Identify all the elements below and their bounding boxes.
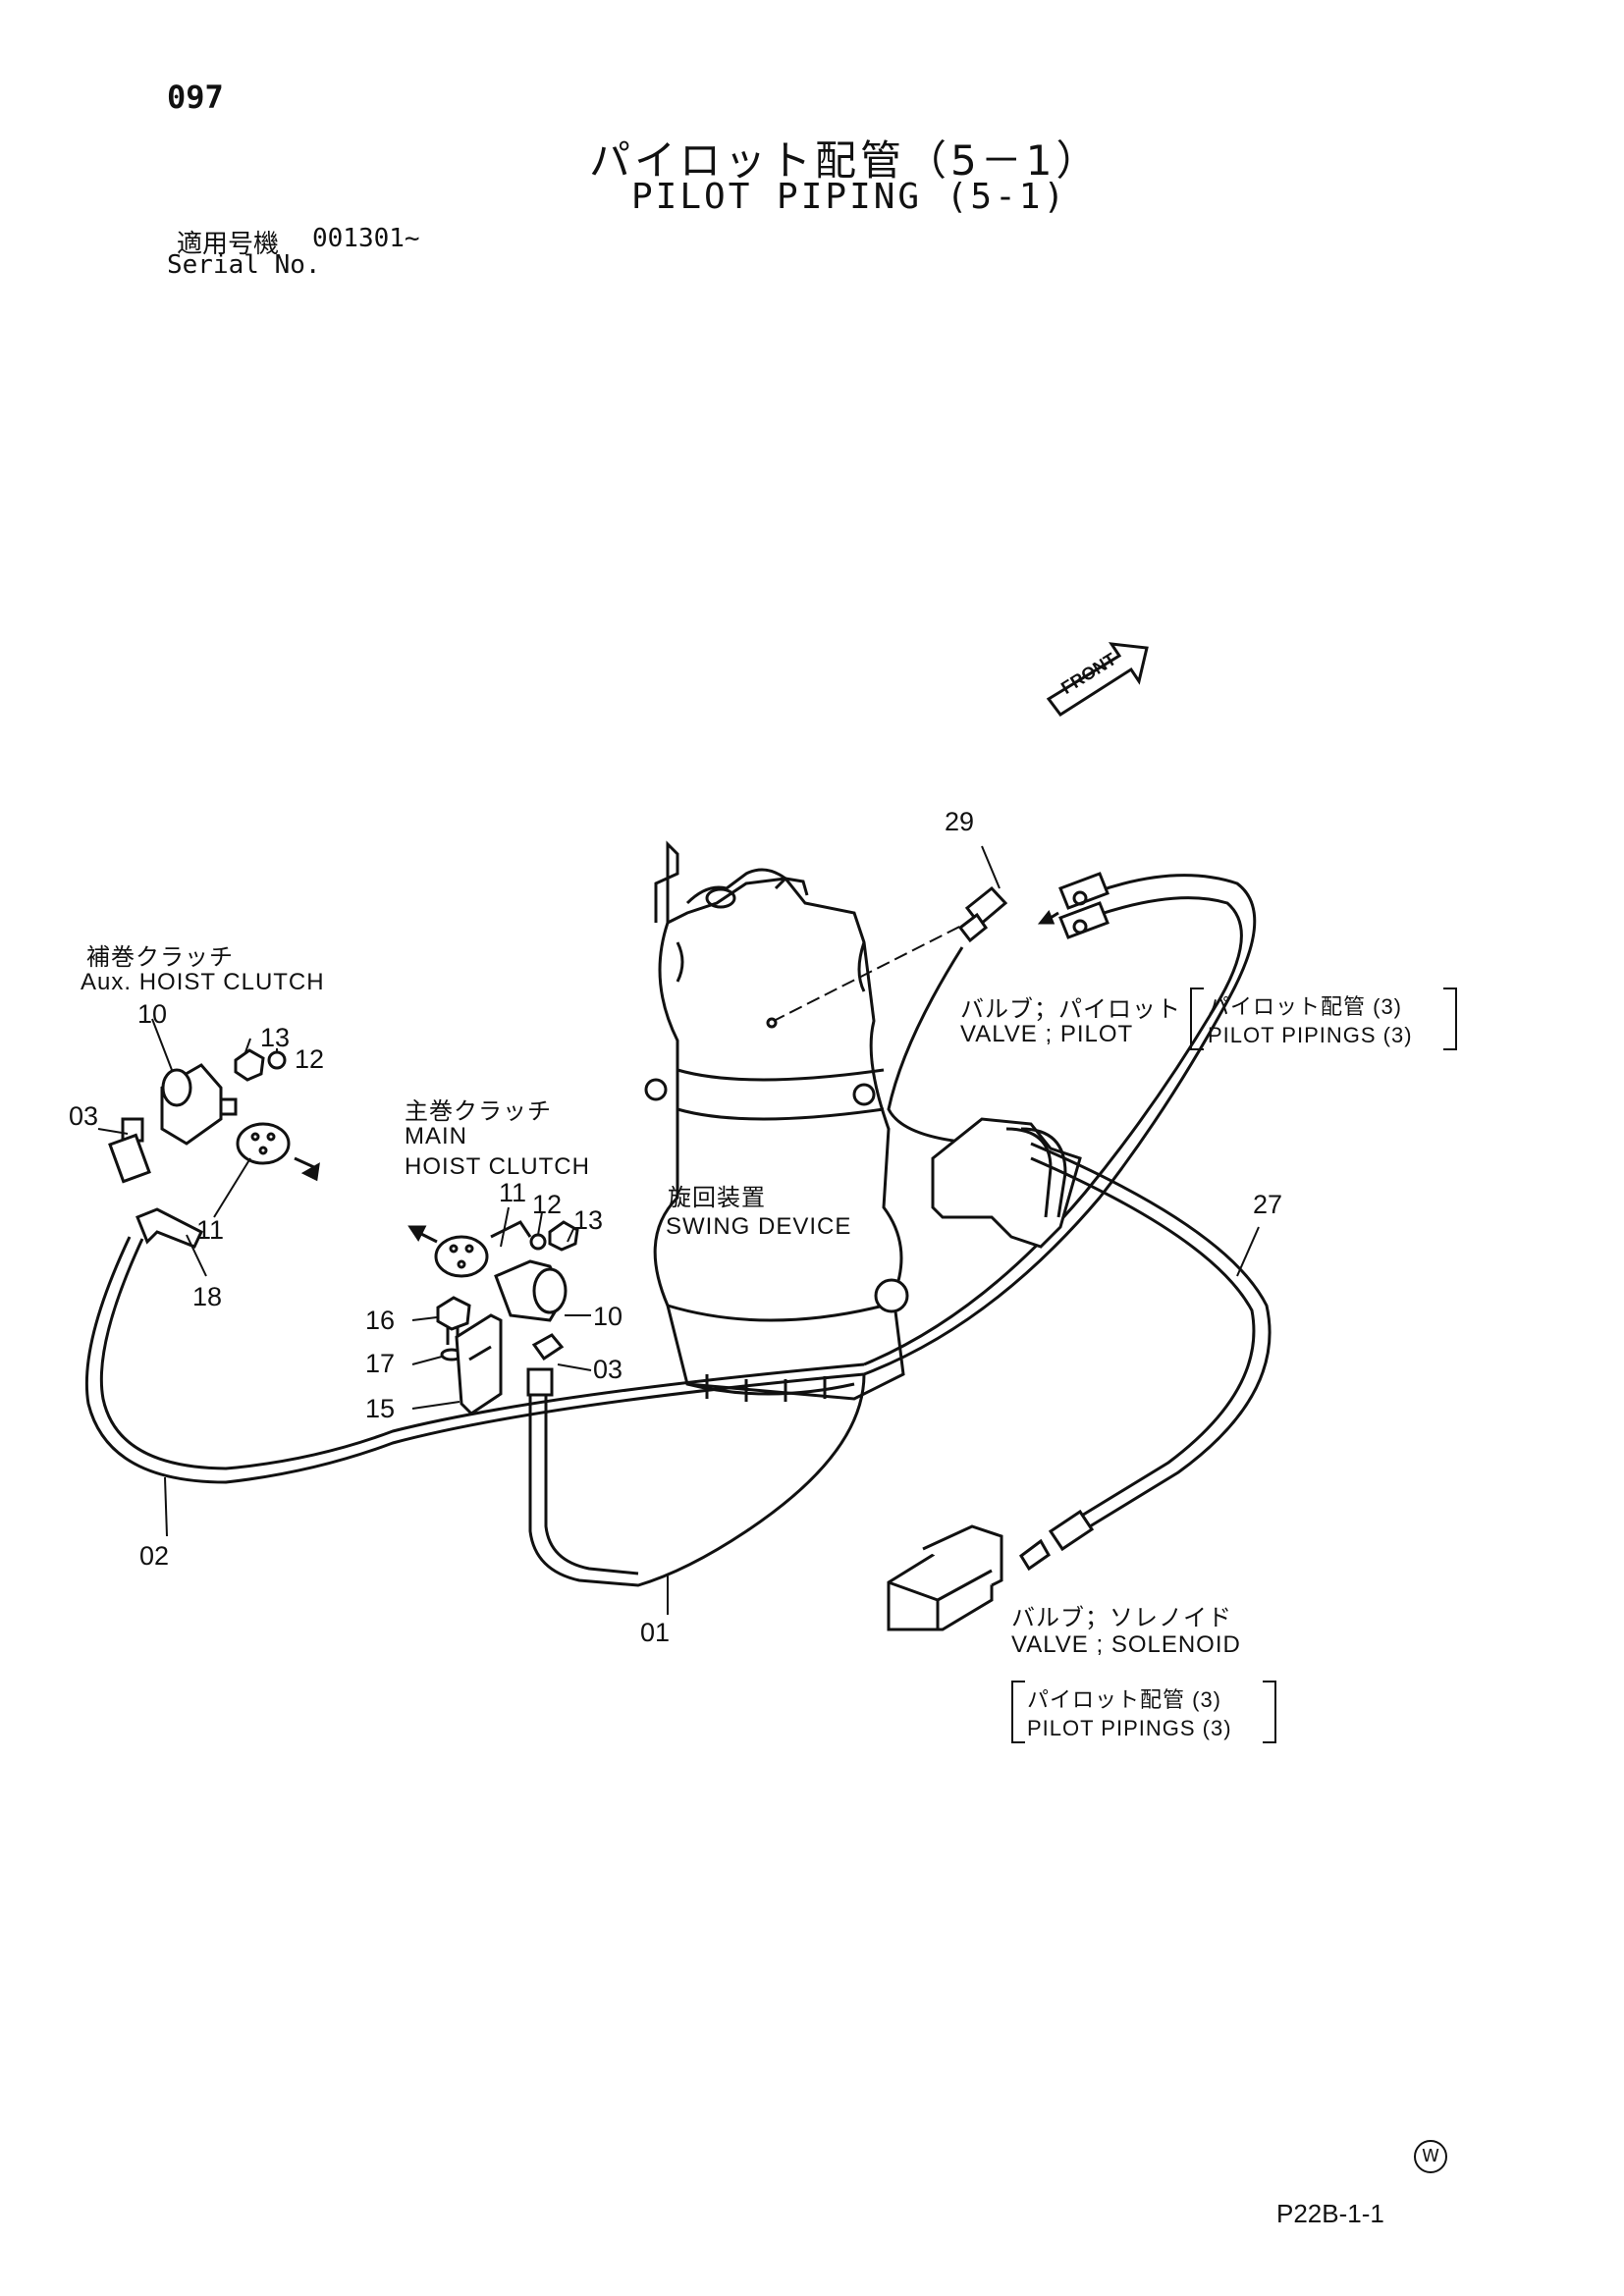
callout-12-aux: 12: [295, 1044, 325, 1074]
callout-16: 16: [365, 1306, 396, 1335]
pilot-pipings-label-jp-1: パイロット配管 (3): [1208, 994, 1403, 1019]
valve-solenoid-label-jp: バルブ；ソレノイド: [1011, 1605, 1232, 1631]
main-clutch-label-en-2: HOIST CLUTCH: [405, 1153, 590, 1180]
callout-03-aux: 03: [69, 1101, 99, 1131]
drawing-code: P22B-1-1: [1276, 2199, 1384, 2228]
callout-13-main: 13: [573, 1205, 604, 1235]
callout-27: 27: [1253, 1190, 1283, 1219]
bracket-right-1: [1443, 988, 1457, 1050]
callout-18: 18: [192, 1282, 223, 1311]
solenoid-valve-drawing: [887, 1509, 1095, 1631]
callout-11-main: 11: [499, 1178, 527, 1207]
main-clutch-label-en-1: MAIN: [405, 1123, 467, 1149]
swing-device-label-en: SWING DEVICE: [666, 1213, 852, 1240]
swing-device-drawing: [644, 840, 909, 1402]
callout-10-main: 10: [593, 1302, 623, 1331]
main-clutch-label-jp: 主巻クラッチ: [405, 1098, 552, 1125]
fitting-29-drawing: [957, 885, 1008, 943]
aux-clutch-label-en: Aux. HOIST CLUTCH: [81, 969, 325, 995]
aux-clutch-label-jp: 補巻クラッチ: [86, 944, 234, 971]
callout-17: 17: [365, 1349, 396, 1378]
bracket-right-2: [1263, 1681, 1276, 1743]
aux-clutch-cylinder-drawing: [108, 1063, 238, 1184]
page-number: 097: [167, 79, 224, 116]
registered-mark-icon: W: [1414, 2140, 1447, 2173]
valve-pilot-label-jp: バルブ；パイロット: [960, 996, 1181, 1023]
callout-29: 29: [945, 807, 975, 836]
valve-solenoid-label-en: VALVE ; SOLENOID: [1011, 1631, 1241, 1658]
callout-15: 15: [365, 1394, 396, 1423]
callout-13-aux: 13: [260, 1023, 291, 1052]
callout-11-aux: 11: [196, 1215, 225, 1245]
callout-03-main: 03: [593, 1355, 623, 1384]
callout-12-main: 12: [532, 1190, 563, 1219]
pilot-pipings-label-en-2: PILOT PIPINGS (3): [1027, 1716, 1232, 1740]
serial-value: 001301~: [312, 224, 420, 253]
page-title-en: PILOT PIPING (5-1): [631, 177, 1068, 217]
pilot-pipings-label-jp-2: パイロット配管 (3): [1027, 1687, 1222, 1712]
swing-device-label-jp: 旋回装置: [668, 1185, 766, 1211]
serial-label-jp: 適用号機: [177, 230, 280, 259]
pilot-pipings-label-en-1: PILOT PIPINGS (3): [1208, 1023, 1413, 1047]
page-title-jp: パイロット配管（5－1）: [589, 136, 1102, 185]
callout-01: 01: [640, 1618, 671, 1647]
serial-label-en: Serial No.: [167, 250, 321, 280]
bracket-left-2: [1011, 1681, 1025, 1743]
valve-pilot-label-en: VALVE ; PILOT: [960, 1021, 1134, 1047]
callout-10-aux: 10: [137, 999, 168, 1029]
callout-02: 02: [139, 1541, 170, 1571]
front-arrow-icon: [1046, 642, 1149, 718]
bracket-left-1: [1190, 988, 1204, 1050]
